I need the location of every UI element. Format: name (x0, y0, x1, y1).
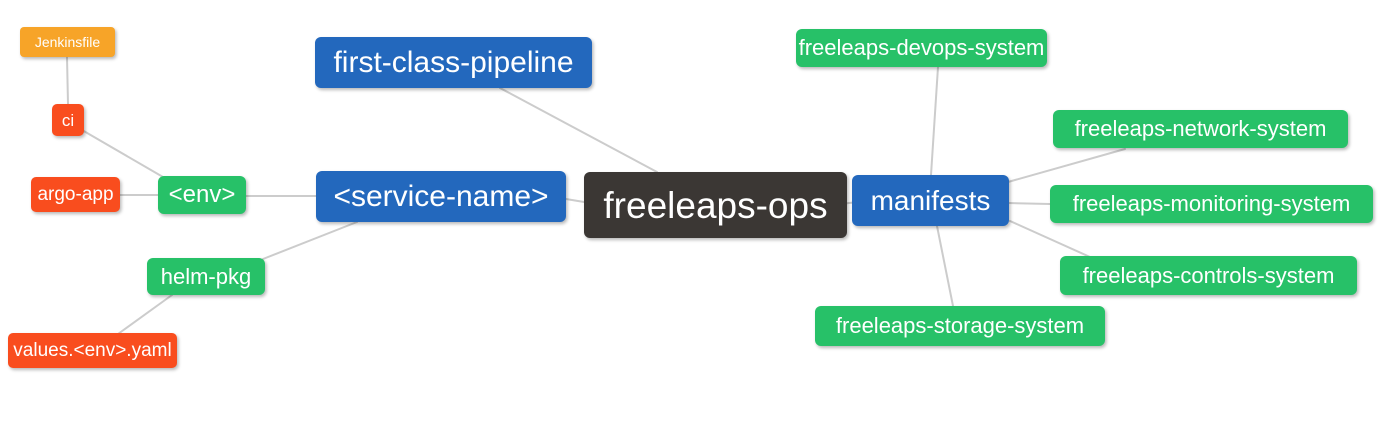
node-first-class-pipeline[interactable]: first-class-pipeline (315, 37, 592, 88)
node-monitoring-system[interactable]: freeleaps-monitoring-system (1050, 185, 1373, 223)
edge-service-name-helm-pkg (262, 221, 358, 260)
node-devops-system[interactable]: freeleaps-devops-system (796, 29, 1047, 67)
edge-manifests-devops (930, 66, 939, 176)
node-network-system[interactable]: freeleaps-network-system (1053, 110, 1348, 148)
edge-manifests-network (1007, 148, 1126, 183)
node-service-name[interactable]: <service-name> (316, 171, 566, 222)
node-ci[interactable]: ci (52, 104, 84, 136)
node-helm-pkg[interactable]: helm-pkg (147, 258, 265, 295)
edge-jenkinsfile-ci (66, 56, 69, 105)
edge-manifests-controls (1009, 220, 1091, 258)
edge-service-name-ops (565, 198, 585, 203)
node-values-env-yaml[interactable]: values.<env>.yaml (8, 333, 177, 368)
node-controls-system[interactable]: freeleaps-controls-system (1060, 256, 1357, 295)
edge-helm-pkg-values-yaml (117, 294, 173, 335)
edge-manifests-storage (936, 225, 954, 307)
node-jenkinsfile[interactable]: Jenkinsfile (20, 27, 115, 57)
edge-ci-env (81, 129, 164, 178)
edge-manifests-monitoring (1007, 202, 1051, 205)
node-manifests[interactable]: manifests (852, 175, 1009, 226)
edge-pipeline-ops (499, 87, 658, 173)
node-env[interactable]: <env> (158, 176, 246, 214)
node-freeleaps-ops-root[interactable]: freeleaps-ops (584, 172, 847, 238)
node-storage-system[interactable]: freeleaps-storage-system (815, 306, 1105, 346)
node-argo-app[interactable]: argo-app (31, 177, 120, 212)
